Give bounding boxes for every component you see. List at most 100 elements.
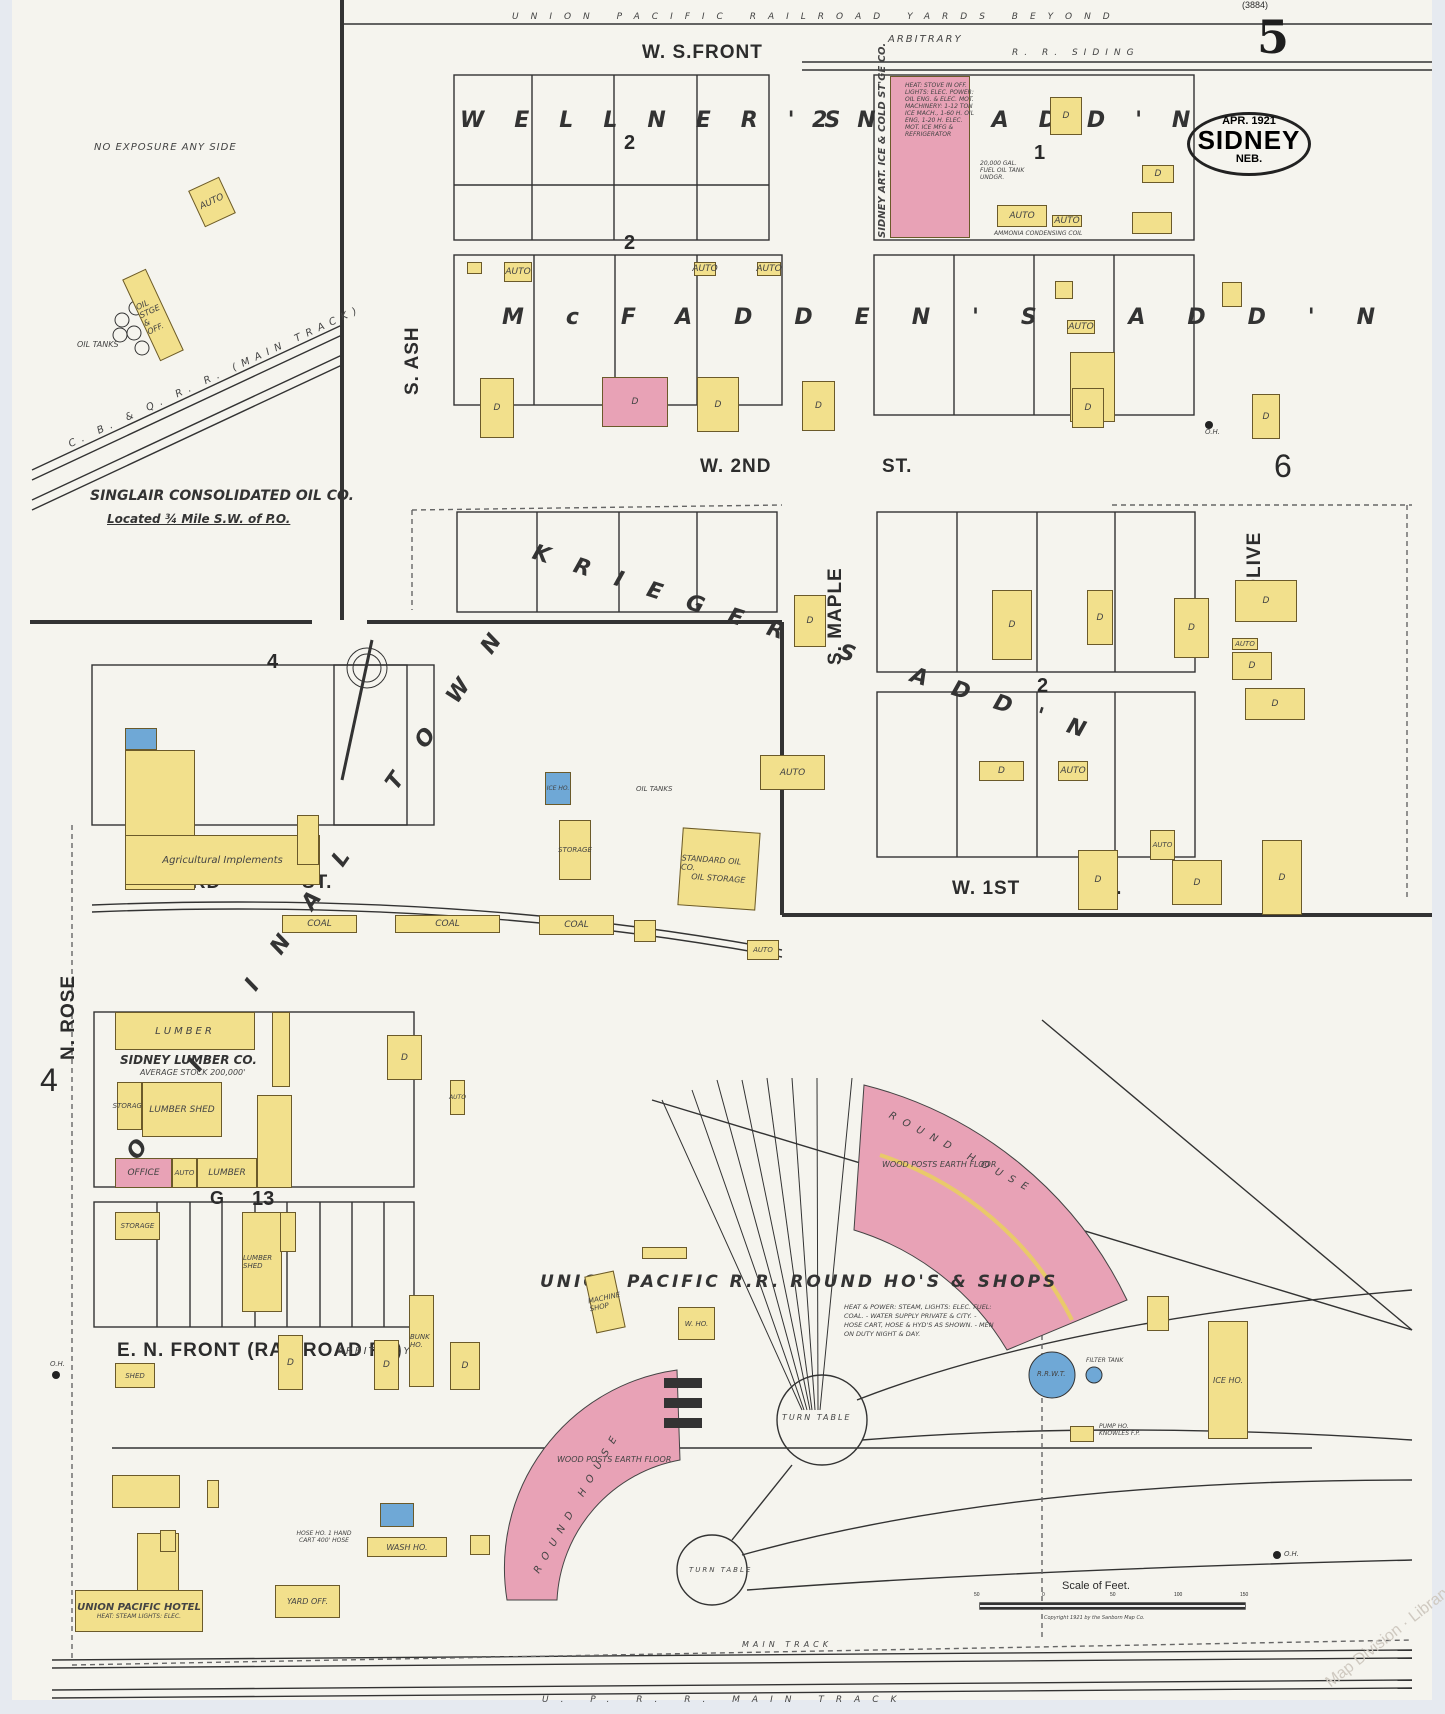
arbitrary-top: ARBITRARY: [888, 34, 963, 45]
dwelling: D: [374, 1340, 399, 1390]
outbuilding: [1147, 1296, 1169, 1331]
building-auto: AUTO: [504, 262, 532, 282]
yard-office: YARD OFF.: [275, 1585, 340, 1618]
pump-house: [1070, 1426, 1094, 1442]
street-w-2nd-st: ST.: [882, 456, 913, 477]
hotel-label: UNION PACIFIC HOTEL: [77, 1602, 201, 1613]
wash-house: WASH HO.: [367, 1537, 447, 1557]
addition-second: 2ND ADD'N: [812, 108, 1221, 133]
lumber-company: SIDNEY LUMBER CO.: [120, 1053, 257, 1067]
addition-wellners: WELLNER'S: [460, 108, 871, 133]
block-number: 1: [1034, 142, 1046, 164]
building-auto: AUTO: [997, 205, 1047, 227]
adjoining-sheet-6: 6: [1274, 448, 1292, 484]
dwelling: D: [794, 595, 826, 647]
bunk-house: BUNK HO.: [409, 1295, 434, 1387]
lumber-building: [257, 1095, 292, 1188]
outbuilding: [297, 815, 319, 865]
upr-main-track: U. P. R. R. MAIN TRACK: [542, 1695, 909, 1705]
dwelling-stuccoed: D: [602, 377, 668, 427]
block-number: 13: [252, 1188, 275, 1210]
block-number: 2: [624, 132, 636, 154]
shed-building: SHED: [115, 1363, 155, 1388]
ice-house: [160, 1530, 176, 1552]
dwelling: D: [697, 377, 739, 432]
turn-table-label: TURN TABLE: [782, 1413, 852, 1422]
wood-posts-note: WOOD POSTS EARTH FLOOR: [882, 1160, 997, 1169]
lumber-building: LUMBER: [197, 1158, 257, 1188]
coal-shed: COAL: [539, 915, 614, 935]
stamp-state: NEB.: [1235, 153, 1263, 165]
street-n-rose: N. ROSE: [58, 974, 79, 1060]
stamp-city: SIDNEY: [1197, 125, 1301, 155]
main-track: MAIN TRACK: [742, 1640, 833, 1649]
block-number: 2: [1037, 675, 1049, 697]
map-linework: [30, 0, 1432, 1699]
storage-building: STORAGE: [113, 1082, 146, 1130]
lumber-building: LUMBER: [115, 1012, 255, 1050]
building-auto: AUTO: [172, 1158, 197, 1188]
water-house: W. HO.: [678, 1307, 715, 1340]
dwelling: D: [979, 761, 1024, 781]
street-s-ash: S. ASH: [402, 326, 423, 395]
scale-tick: 0: [1042, 1592, 1045, 1598]
dwelling: D: [1245, 688, 1305, 720]
coal-shed: COAL: [395, 915, 500, 933]
building-auto: AUTO: [756, 262, 782, 276]
turn-table-label-2: TURN TABLE: [689, 1566, 753, 1574]
dwelling: D: [1235, 580, 1297, 622]
building-auto: AUTO: [692, 262, 718, 276]
dwelling: D: [802, 381, 835, 431]
building-auto: AUTO: [1067, 320, 1095, 334]
lumber-shed: LUMBER SHED: [142, 1082, 222, 1137]
block-letter: G: [210, 1188, 225, 1208]
dwelling: D: [992, 590, 1032, 660]
ice-plant-building: [890, 76, 970, 238]
storage-building: STORAGE: [558, 820, 592, 880]
union-pacific-hotel: UNION PACIFIC HOTEL HEAT: STEAM LIGHTS: …: [75, 1590, 203, 1632]
storage-building: STORAGE: [115, 1212, 160, 1240]
city-stamp: APR. 1921 SIDNEY NEB.: [1187, 112, 1311, 176]
outbuilding: [1055, 281, 1073, 299]
rr-siding-top: R. R. SIDING: [1012, 48, 1140, 58]
up-shops-title: UNION PACIFIC R.R. ROUND HO'S & SHOPS: [540, 1272, 1059, 1292]
agricultural-implements: Agricultural Implements: [125, 835, 320, 885]
outbuilding: [1222, 282, 1242, 307]
dwelling: D: [1078, 850, 1118, 910]
oil-tanks-label: OIL TANKS: [77, 340, 119, 349]
arbitrary-bottom: ARBITRARY: [337, 1346, 412, 1357]
dwelling: D: [278, 1335, 303, 1390]
singlair-company: SINGLAIR CONSOLIDATED OIL CO.: [90, 488, 354, 504]
block-number: 2: [624, 232, 636, 254]
pump-house-label: PUMP HO. KNOWLES F.P.: [1099, 1423, 1141, 1437]
scale-tick: 150: [1240, 1592, 1249, 1598]
sheet-code: (3884): [1242, 0, 1269, 10]
hose-house-note: HOSE HO. 1 HAND CART 400' HOSE: [296, 1530, 352, 1544]
ice-company-label: SIDNEY ART. ICE & COLD ST'GE CO.: [877, 42, 888, 238]
up-shops-notes: HEAT & POWER: STEAM, LIGHTS: ELEC. FUEL:…: [844, 1303, 994, 1338]
lime-house: [272, 1012, 290, 1087]
building-auto: AUTO: [449, 1080, 466, 1115]
dwelling: D: [1174, 598, 1209, 658]
hotel-annex: [112, 1475, 180, 1508]
dwelling: D: [1087, 590, 1113, 645]
ice-house: ICE HO.: [545, 772, 571, 805]
outbuilding: [642, 1247, 687, 1259]
building-auto: AUTO: [747, 940, 779, 960]
building-auto: AUTO: [1058, 761, 1088, 781]
compass-rose-icon: [340, 639, 388, 781]
building-auto: AUTO: [1232, 638, 1258, 650]
outbuilding: [634, 920, 656, 942]
outbuilding: [467, 262, 482, 274]
building-auto: AUTO: [760, 755, 825, 790]
office-building: OFFICE: [115, 1158, 172, 1188]
fuel-oil-note: 20,000 GAL. FUEL OIL TANK UNDGR.: [980, 160, 1025, 181]
oh-label: O.H.: [50, 1360, 65, 1368]
oil-tanks-label: OIL TANKS: [636, 785, 673, 793]
dwelling: D: [1262, 840, 1302, 915]
ice-house: ICE HO.: [1208, 1321, 1248, 1439]
adjoining-sheet-4: 4: [40, 1062, 58, 1098]
dwelling: D: [1072, 388, 1104, 428]
lumber-stock: AVERAGE STOCK 200,000': [140, 1068, 246, 1077]
dwelling: D: [480, 378, 514, 438]
